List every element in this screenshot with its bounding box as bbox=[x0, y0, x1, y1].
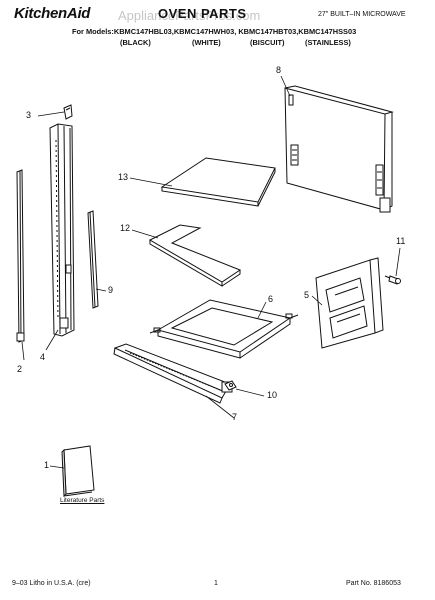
callout-10: 10 bbox=[267, 390, 278, 400]
color-label-stainless: (STAINLESS) bbox=[305, 38, 351, 47]
callout-2: 2 bbox=[17, 364, 23, 374]
part-6-floor-tray bbox=[149, 299, 299, 359]
footer-litho: 9–03 Litho in U.S.A. (cre) bbox=[12, 580, 91, 587]
footer-part-number: Part No. 8186053 bbox=[346, 580, 401, 587]
page-title: OVEN PARTS bbox=[158, 6, 247, 21]
product-subtitle: 27" BUILT–IN MICROWAVE bbox=[318, 11, 406, 18]
part-7-front-trim bbox=[113, 343, 233, 404]
color-label-white: (WHITE) bbox=[192, 38, 221, 47]
callout-12: 12 bbox=[120, 223, 131, 233]
callout-3: 3 bbox=[26, 110, 32, 120]
callout-5: 5 bbox=[304, 290, 310, 300]
part-1-literature bbox=[61, 445, 95, 498]
callout-7: 7 bbox=[232, 412, 238, 422]
callout-13: 13 bbox=[118, 172, 129, 182]
color-label-biscuit: (BISCUIT) bbox=[250, 38, 285, 47]
part-11-screw bbox=[384, 275, 401, 285]
part-12-insulation bbox=[148, 224, 242, 287]
part-10-connector bbox=[224, 380, 237, 391]
part-13-top-panel bbox=[160, 157, 276, 207]
color-label-black: (BLACK) bbox=[120, 38, 151, 47]
callout-11: 11 bbox=[396, 236, 406, 246]
models-line: For Models:KBMC147HBL03,KBMC147HWH03, KB… bbox=[72, 27, 357, 36]
watermark: AppliancePartsPros.com bbox=[118, 8, 261, 23]
callout-6: 6 bbox=[268, 294, 274, 304]
footer-page-number: 1 bbox=[214, 580, 218, 587]
callout-8: 8 bbox=[276, 65, 282, 75]
callout-9: 9 bbox=[108, 285, 114, 295]
part-2-trim-strip bbox=[16, 169, 25, 343]
literature-parts-label: Literature Parts bbox=[60, 497, 105, 504]
part-4-side-rail bbox=[49, 123, 75, 337]
part-9-gasket bbox=[87, 210, 99, 309]
part-5-side-bracket bbox=[315, 257, 384, 349]
brand-logo: KitchenAid bbox=[14, 5, 91, 22]
callout-4: 4 bbox=[40, 352, 46, 362]
callout-1: 1 bbox=[44, 460, 50, 470]
part-8-rear-panel bbox=[284, 85, 394, 213]
part-3-clip bbox=[63, 104, 73, 120]
